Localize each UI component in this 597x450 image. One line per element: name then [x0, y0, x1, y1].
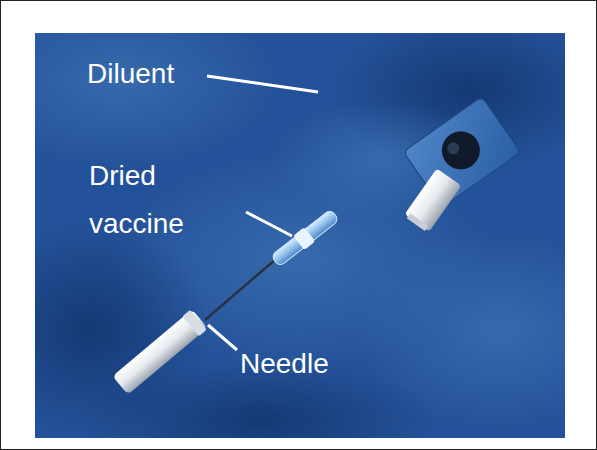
needle-shaft	[205, 253, 283, 320]
leader-line	[207, 76, 318, 92]
leader-line	[246, 212, 292, 236]
part-label: Needle	[240, 340, 380, 388]
vaccine-vial	[270, 208, 341, 269]
diluent-reservoir	[403, 97, 521, 208]
part-label: Dried vaccine	[89, 152, 214, 248]
part-label: Diluent	[87, 50, 227, 98]
diluent-port	[404, 168, 462, 233]
sky-background	[35, 33, 565, 438]
needle-cap	[112, 309, 208, 396]
leader-line	[208, 325, 237, 350]
